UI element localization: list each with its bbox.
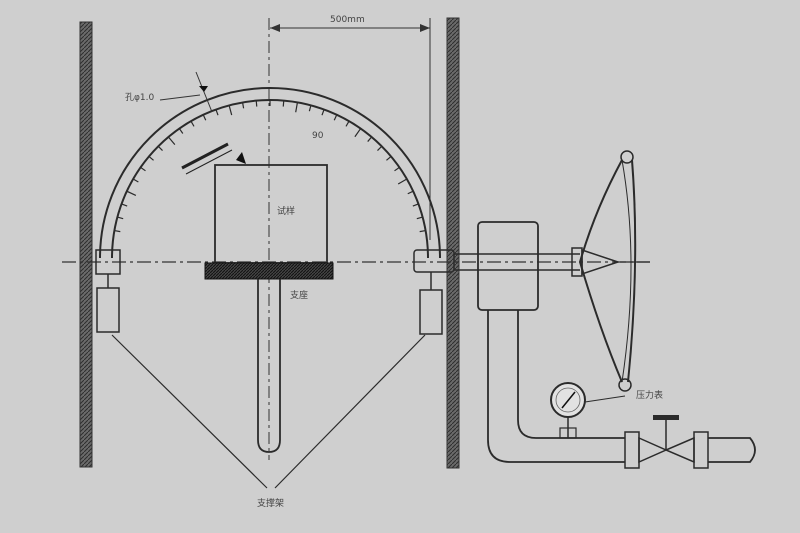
sample-label: 试样 <box>277 205 295 217</box>
arc-tick <box>333 114 338 121</box>
v-support-frame <box>111 334 426 489</box>
left-post <box>79 21 93 468</box>
pressure-gauge <box>550 382 626 439</box>
right-pivot-block <box>413 249 455 273</box>
arc-tick <box>321 109 325 116</box>
water-supply-pipe <box>487 310 756 463</box>
right-post <box>446 17 460 469</box>
arc-tick <box>202 114 207 121</box>
arc-tick <box>354 128 362 138</box>
arc-tick <box>255 100 258 107</box>
arc-tick <box>345 120 350 127</box>
dimension-label: 500mm <box>330 15 365 25</box>
base-label: 支撑架 <box>257 497 284 509</box>
arc-tick <box>178 128 184 134</box>
arc-tick <box>394 166 400 172</box>
left-counterweight <box>96 287 120 333</box>
arc-tick <box>121 203 128 207</box>
arc-tick <box>377 145 383 151</box>
arc-tick <box>157 145 163 151</box>
arc-tick <box>167 136 176 146</box>
arc-tick <box>140 166 146 172</box>
arc-tick <box>367 136 373 142</box>
arc-tick <box>386 155 392 161</box>
drive-shaft-coupling <box>571 247 621 277</box>
arc-tick <box>397 178 408 185</box>
arc-tick <box>114 229 121 233</box>
drive-box <box>477 221 539 311</box>
arc-tick <box>416 216 423 220</box>
arc-tick <box>282 100 285 107</box>
support-column <box>257 279 281 453</box>
arc-tick <box>228 105 233 116</box>
arc-tick <box>215 109 219 116</box>
arc-tick <box>308 105 312 112</box>
sample-box <box>214 164 328 264</box>
arc-tick <box>126 190 137 196</box>
arc-tick <box>190 120 195 127</box>
arc-tick <box>241 102 245 109</box>
arc-hole-label: 孔φ1.0 <box>125 92 155 103</box>
arc-scale-ticks <box>114 100 426 233</box>
support-label: 支座 <box>290 289 308 301</box>
arc-tick <box>132 178 139 183</box>
handwheel <box>578 150 650 392</box>
arc-tick <box>407 190 414 195</box>
arc-tick <box>117 216 124 220</box>
right-counterweight <box>419 289 443 335</box>
nozzle-detail <box>181 142 246 175</box>
gauge-label: 压力表 <box>636 389 663 401</box>
scale-label: 90 <box>312 131 324 141</box>
arc-tick <box>295 102 299 113</box>
arc-tick <box>419 229 426 233</box>
turntable-bar <box>204 262 334 280</box>
oscillating-arc-pipe <box>99 87 441 259</box>
flow-valve <box>624 415 709 469</box>
arc-hole-annotation: 孔φ1.0 <box>125 71 213 113</box>
arc-tick <box>148 155 154 161</box>
arc-tick <box>412 203 419 207</box>
